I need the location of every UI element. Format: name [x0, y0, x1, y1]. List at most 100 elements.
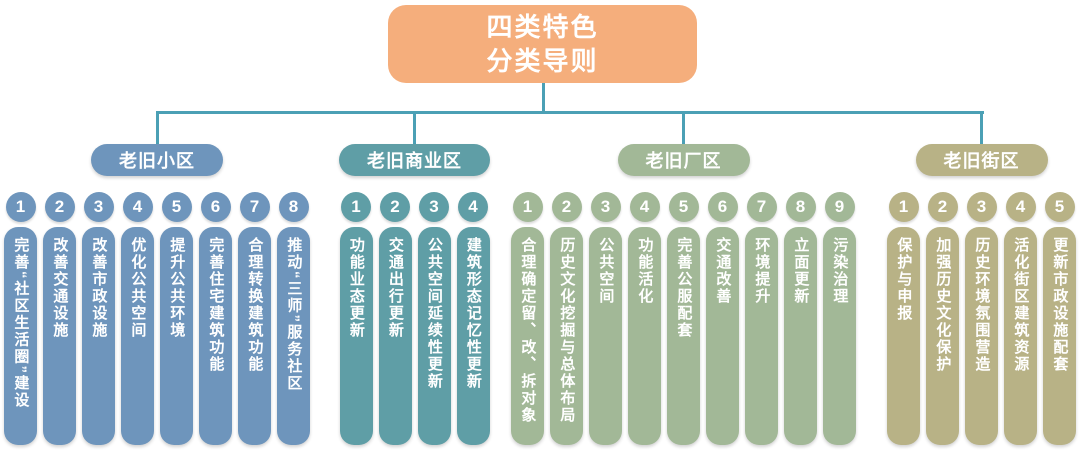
- item-label: 建筑形态记忆性更新: [464, 237, 482, 390]
- item-label: 活化街区建筑资源: [1012, 237, 1030, 373]
- item-bar: 改善市政设施: [82, 227, 115, 445]
- item-bar: 推动“三师”服务社区: [277, 227, 310, 445]
- item-bar: 历史文化挖掘与总体布局: [550, 227, 583, 445]
- item-label: 交通出行更新: [386, 237, 404, 339]
- item-column: 4 功能活化: [628, 192, 661, 445]
- category-header: 老旧商业区: [339, 144, 490, 176]
- item-bar: 合理转换建筑功能: [238, 227, 271, 445]
- item-columns: 1 功能业态更新 2 交通出行更新 3 公共空间延续性更新 4 建筑形态记忆性更…: [339, 192, 490, 445]
- item-columns: 1 完善“社区生活圈”建设 2 改善交通设施 3 改善市政设施 4 优化公共空间…: [4, 192, 310, 445]
- item-column: 3 改善市政设施: [82, 192, 115, 445]
- item-bar: 交通改善: [706, 227, 739, 445]
- item-label: 加强历史文化保护: [934, 237, 952, 373]
- item-number-badge: 4: [1005, 192, 1036, 222]
- category-group-4: 老旧街区 1 保护与申报 2 加强历史文化保护 3 历史环境氛围营造 4 活化街…: [887, 111, 1076, 445]
- item-bar: 完善“社区生活圈”建设: [4, 227, 37, 445]
- item-number-badge: 1: [512, 192, 543, 222]
- item-column: 6 交通改善: [706, 192, 739, 445]
- item-label: 环境提升: [753, 237, 771, 305]
- item-columns: 1 合理确定留、改、拆对象 2 历史文化挖掘与总体布局 3 公共空间 4 功能活…: [511, 192, 856, 445]
- item-bar: 优化公共空间: [121, 227, 154, 445]
- item-bar: 历史环境氛围营造: [965, 227, 998, 445]
- item-bar: 完善公服配套: [667, 227, 700, 445]
- item-number-badge: 3: [419, 192, 449, 222]
- item-bar: 合理确定留、改、拆对象: [511, 227, 544, 445]
- item-column: 7 合理转换建筑功能: [238, 192, 271, 445]
- item-label: 立面更新: [792, 237, 810, 305]
- item-column: 2 加强历史文化保护: [926, 192, 959, 445]
- item-number-badge: 5: [1044, 192, 1075, 222]
- item-label: 合理转换建筑功能: [246, 237, 264, 373]
- item-column: 1 合理确定留、改、拆对象: [511, 192, 544, 445]
- category-group-3: 老旧厂区 1 合理确定留、改、拆对象 2 历史文化挖掘与总体布局 3 公共空间 …: [511, 111, 856, 445]
- item-column: 1 完善“社区生活圈”建设: [4, 192, 37, 445]
- item-label: 交通改善: [714, 237, 732, 305]
- item-number-badge: 9: [824, 192, 855, 222]
- item-bar: 保护与申报: [887, 227, 920, 445]
- item-label: 功能业态更新: [347, 237, 365, 339]
- item-column: 5 提升公共环境: [160, 192, 193, 445]
- item-number-badge: 2: [380, 192, 410, 222]
- item-label: 保护与申报: [895, 237, 913, 322]
- item-label: 完善住宅建筑功能: [207, 237, 225, 373]
- item-column: 3 历史环境氛围营造: [965, 192, 998, 445]
- item-number-badge: 8: [785, 192, 816, 222]
- item-number-badge: 3: [590, 192, 621, 222]
- item-bar: 环境提升: [745, 227, 778, 445]
- item-bar: 建筑形态记忆性更新: [456, 227, 490, 445]
- item-bar: 活化街区建筑资源: [1004, 227, 1037, 445]
- item-bar: 功能业态更新: [339, 227, 373, 445]
- item-column: 7 环境提升: [745, 192, 778, 445]
- item-number-badge: 7: [746, 192, 777, 222]
- item-number-badge: 4: [458, 192, 488, 222]
- item-label: 公共空间: [597, 237, 615, 305]
- item-column: 2 改善交通设施: [43, 192, 76, 445]
- item-column: 1 保护与申报: [887, 192, 920, 445]
- item-column: 4 建筑形态记忆性更新: [456, 192, 490, 445]
- item-label: 公共空间延续性更新: [425, 237, 443, 390]
- root-title-line2: 分类导则: [486, 46, 599, 76]
- item-column: 8 立面更新: [784, 192, 817, 445]
- category-header: 老旧小区: [91, 144, 223, 176]
- item-column: 5 完善公服配套: [667, 192, 700, 445]
- item-number-badge: 3: [966, 192, 997, 222]
- item-columns: 1 保护与申报 2 加强历史文化保护 3 历史环境氛围营造 4 活化街区建筑资源…: [887, 192, 1076, 445]
- item-bar: 立面更新: [784, 227, 817, 445]
- item-label: 功能活化: [636, 237, 654, 305]
- category-label: 老旧商业区: [367, 151, 462, 171]
- category-label: 老旧厂区: [645, 151, 722, 171]
- item-number-badge: 5: [161, 192, 192, 222]
- item-label: 历史文化挖掘与总体布局: [558, 237, 576, 424]
- connector-trunk: [156, 111, 984, 114]
- item-bar: 更新市政设施配套: [1043, 227, 1076, 445]
- item-label: 改善市政设施: [90, 237, 108, 339]
- item-label: 推动“三师”服务社区: [285, 237, 303, 392]
- item-label: 优化公共空间: [129, 237, 147, 339]
- root-node: 四类特色 分类导则: [388, 5, 697, 83]
- item-number-badge: 4: [629, 192, 660, 222]
- root-title-line1: 四类特色: [486, 12, 599, 42]
- item-bar: 改善交通设施: [43, 227, 76, 445]
- item-label: 完善“社区生活圈”建设: [12, 237, 30, 409]
- item-column: 4 优化公共空间: [121, 192, 154, 445]
- category-group-2: 老旧商业区 1 功能业态更新 2 交通出行更新 3 公共空间延续性更新 4 建筑…: [339, 111, 490, 445]
- item-number-badge: 6: [200, 192, 231, 222]
- connector-drop: [155, 111, 159, 145]
- item-label: 更新市政设施配套: [1051, 237, 1069, 373]
- connector-drop: [413, 111, 416, 145]
- item-bar: 功能活化: [628, 227, 661, 445]
- item-column: 1 功能业态更新: [339, 192, 373, 445]
- item-column: 9 污染治理: [823, 192, 856, 445]
- item-bar: 交通出行更新: [378, 227, 412, 445]
- item-label: 完善公服配套: [675, 237, 693, 339]
- category-header: 老旧厂区: [617, 144, 750, 176]
- item-label: 提升公共环境: [168, 237, 186, 339]
- category-group-1: 老旧小区 1 完善“社区生活圈”建设 2 改善交通设施 3 改善市政设施 4 优…: [4, 111, 310, 445]
- item-column: 3 公共空间: [589, 192, 622, 445]
- item-number-badge: 1: [5, 192, 36, 222]
- item-bar: 污染治理: [823, 227, 856, 445]
- item-column: 6 完善住宅建筑功能: [199, 192, 232, 445]
- item-bar: 提升公共环境: [160, 227, 193, 445]
- item-column: 8 推动“三师”服务社区: [277, 192, 310, 445]
